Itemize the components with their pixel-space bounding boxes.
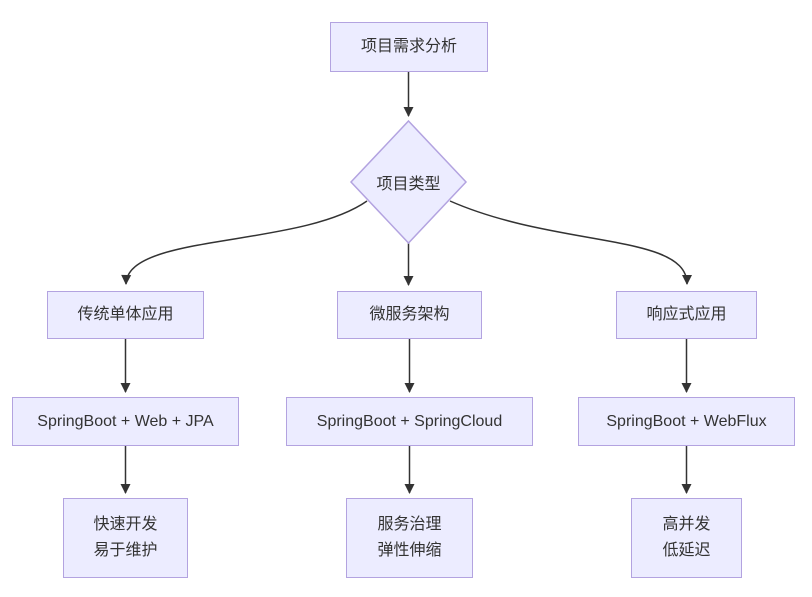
node-reactive-stack: SpringBoot + WebFlux (578, 397, 795, 446)
node-reactive-type-label: 响应式应用 (646, 306, 727, 324)
node-monolith-stack-label: SpringBoot + Web + JPA (37, 412, 214, 430)
node-reactive-benefits: 高并发 低延迟 (631, 498, 742, 578)
node-monolith-type: 传统单体应用 (47, 291, 204, 339)
node-monolith-benefits: 快速开发 易于维护 (63, 498, 188, 578)
node-microservice-benefit-line1: 服务治理 (377, 516, 442, 534)
node-microservice-benefits: 服务治理 弹性伸缩 (346, 498, 473, 578)
node-requirements-analysis: 项目需求分析 (330, 22, 488, 72)
node-microservice-stack-label: SpringBoot + SpringCloud (316, 412, 503, 430)
node-monolith-benefit-line1: 快速开发 (93, 516, 158, 534)
node-reactive-stack-label: SpringBoot + WebFlux (606, 412, 767, 430)
node-monolith-benefit-line2: 易于维护 (93, 542, 158, 559)
decision-diamond-shape (349, 119, 468, 245)
node-monolith-type-label: 传统单体应用 (77, 306, 174, 324)
node-microservice-benefit-line2: 弹性伸缩 (377, 542, 442, 559)
edge-decision-to-monolith (121, 200, 368, 285)
edge-decision-to-reactive (449, 200, 692, 285)
node-reactive-type: 响应式应用 (616, 291, 757, 339)
node-requirements-analysis-label: 项目需求分析 (360, 38, 457, 56)
node-microservice-stack: SpringBoot + SpringCloud (286, 397, 533, 446)
node-reactive-benefit-line1: 高并发 (662, 516, 711, 534)
node-reactive-benefit-line2: 低延迟 (662, 542, 711, 559)
node-microservice-type-label: 微服务架构 (369, 306, 450, 324)
node-microservice-type: 微服务架构 (337, 291, 482, 339)
node-project-type-label: 项目类型 (376, 176, 441, 193)
node-monolith-stack: SpringBoot + Web + JPA (12, 397, 239, 446)
